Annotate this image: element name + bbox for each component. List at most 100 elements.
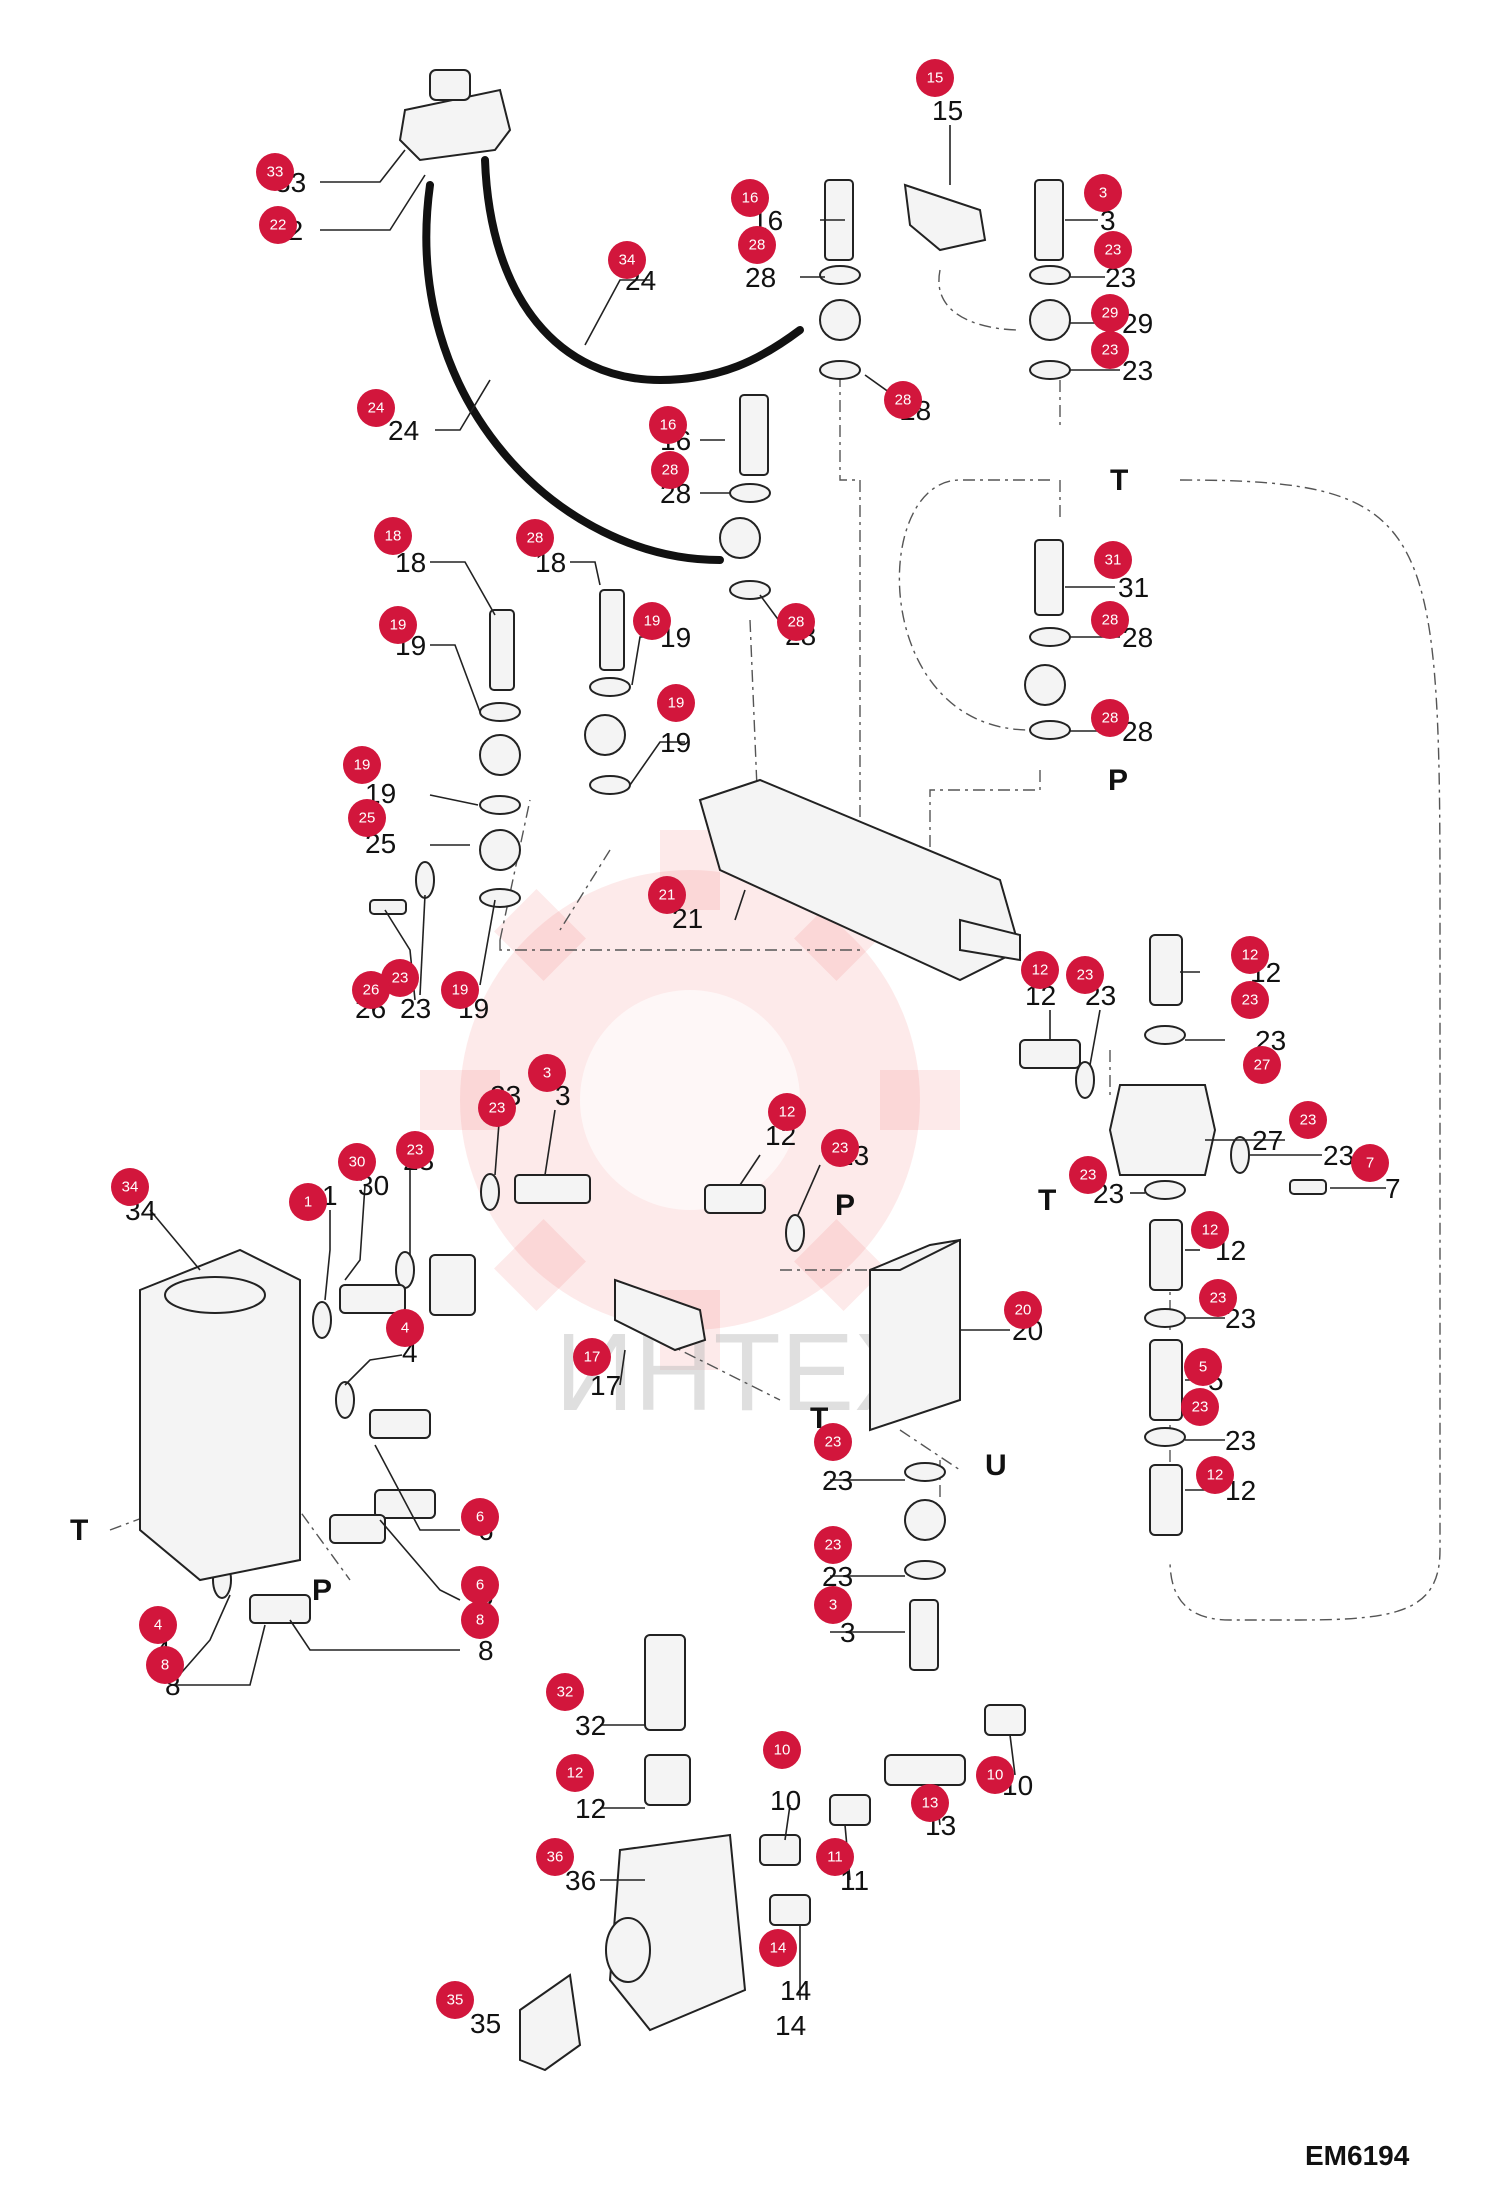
svg-text:25: 25	[359, 810, 376, 827]
badge: 23	[478, 1089, 516, 1127]
svg-text:10: 10	[774, 1742, 791, 1759]
badge: 19	[379, 606, 417, 644]
badge: 3	[1084, 174, 1122, 212]
port-label: U	[985, 1449, 1007, 1482]
svg-text:34: 34	[619, 252, 636, 269]
badge: 23	[1289, 1101, 1327, 1139]
badge: 6	[461, 1498, 499, 1536]
svg-text:23: 23	[392, 970, 409, 987]
badge: 23	[1231, 981, 1269, 1019]
callout-label: 12	[575, 1793, 606, 1824]
svg-text:28: 28	[788, 614, 805, 631]
badge: 17	[573, 1338, 611, 1376]
svg-text:1: 1	[304, 1194, 312, 1211]
bolt-part	[909, 1599, 939, 1671]
callout-label: 35	[470, 2008, 501, 2039]
badge: 27	[1243, 1046, 1281, 1084]
bolt-part	[1034, 179, 1064, 261]
svg-text:23: 23	[825, 1537, 842, 1554]
svg-text:23: 23	[832, 1140, 849, 1157]
badge: 4	[386, 1309, 424, 1347]
svg-text:16: 16	[660, 417, 677, 434]
badge: 22	[259, 206, 297, 244]
callout-label: 23	[1122, 355, 1153, 386]
tee-fitting-part	[903, 183, 987, 252]
watermark-text: ИНТЕХ	[555, 1311, 927, 1434]
badge: 12	[768, 1093, 806, 1131]
badge: 29	[1091, 294, 1129, 332]
elbow-35-part	[519, 1973, 582, 2072]
badge: 28	[738, 226, 776, 264]
badge: 28	[516, 519, 554, 557]
svg-text:31: 31	[1105, 552, 1122, 569]
svg-text:19: 19	[644, 613, 661, 630]
port-label: P	[1108, 764, 1128, 797]
svg-text:23: 23	[825, 1434, 842, 1451]
bolt-part	[1034, 539, 1064, 616]
svg-text:28: 28	[1102, 612, 1119, 629]
badge: 7	[1351, 1144, 1389, 1182]
svg-text:28: 28	[749, 237, 766, 254]
svg-text:8: 8	[161, 1657, 169, 1674]
svg-text:13: 13	[922, 1795, 939, 1812]
port-label: P	[835, 1189, 855, 1222]
badge: 12	[1196, 1456, 1234, 1494]
badge: 28	[884, 381, 922, 419]
callout-label: 10	[770, 1785, 801, 1816]
badge: 33	[256, 153, 294, 191]
valve-knob	[429, 69, 471, 101]
adapter-32-part	[644, 1634, 686, 1731]
svg-text:15: 15	[927, 70, 944, 87]
svg-text:23: 23	[1300, 1112, 1317, 1129]
badge: 12	[1231, 936, 1269, 974]
svg-text:23: 23	[407, 1142, 424, 1159]
svg-text:8: 8	[476, 1612, 484, 1629]
badge: 31	[1094, 541, 1132, 579]
badge: 19	[657, 684, 695, 722]
svg-text:28: 28	[662, 462, 679, 479]
badges: 33 22 34 24 16 28 28 16 28 28 15 3 23 29…	[111, 59, 1389, 2019]
badge: 19	[441, 971, 479, 1009]
svg-text:23: 23	[489, 1100, 506, 1117]
bolt-part	[514, 1174, 591, 1204]
svg-text:5: 5	[1199, 1359, 1207, 1376]
callout-label: 19	[660, 727, 691, 758]
svg-text:23: 23	[1192, 1399, 1209, 1416]
svg-text:36: 36	[547, 1849, 564, 1866]
svg-text:11: 11	[827, 1849, 843, 1866]
svg-text:21: 21	[659, 887, 676, 904]
callout-label: 8	[478, 1635, 494, 1666]
components	[139, 69, 1327, 2072]
svg-text:23: 23	[1105, 242, 1122, 259]
badge: 23	[1181, 1388, 1219, 1426]
badge: 8	[146, 1646, 184, 1684]
port-label: P	[312, 1574, 332, 1607]
badge: 20	[1004, 1291, 1042, 1329]
badge: 23	[381, 959, 419, 997]
badge: 6	[461, 1566, 499, 1604]
svg-text:29: 29	[1102, 305, 1119, 322]
tee-17-part	[614, 1278, 707, 1352]
badge: 8	[461, 1601, 499, 1639]
callout-label: 31	[1118, 572, 1149, 603]
bolt-part	[489, 609, 515, 691]
svg-text:19: 19	[668, 695, 685, 712]
badge: 23	[396, 1131, 434, 1169]
control-valve-part	[398, 88, 512, 162]
svg-text:17: 17	[584, 1349, 601, 1366]
badge: 26	[352, 971, 390, 1009]
svg-text:19: 19	[452, 982, 469, 999]
cross-fitting-part	[1108, 1084, 1217, 1176]
svg-text:27: 27	[1254, 1057, 1271, 1074]
svg-text:7: 7	[1366, 1155, 1374, 1172]
badge: 23	[821, 1129, 859, 1167]
svg-text:18: 18	[385, 528, 402, 545]
svg-text:3: 3	[829, 1597, 837, 1614]
callout-label: 27	[1252, 1125, 1283, 1156]
svg-text:12: 12	[1207, 1467, 1224, 1484]
svg-text:23: 23	[1080, 1167, 1097, 1184]
badge: 21	[648, 876, 686, 914]
badge: 10	[763, 1731, 801, 1769]
callout-label: 7	[1385, 1173, 1401, 1204]
svg-text:24: 24	[368, 400, 385, 417]
